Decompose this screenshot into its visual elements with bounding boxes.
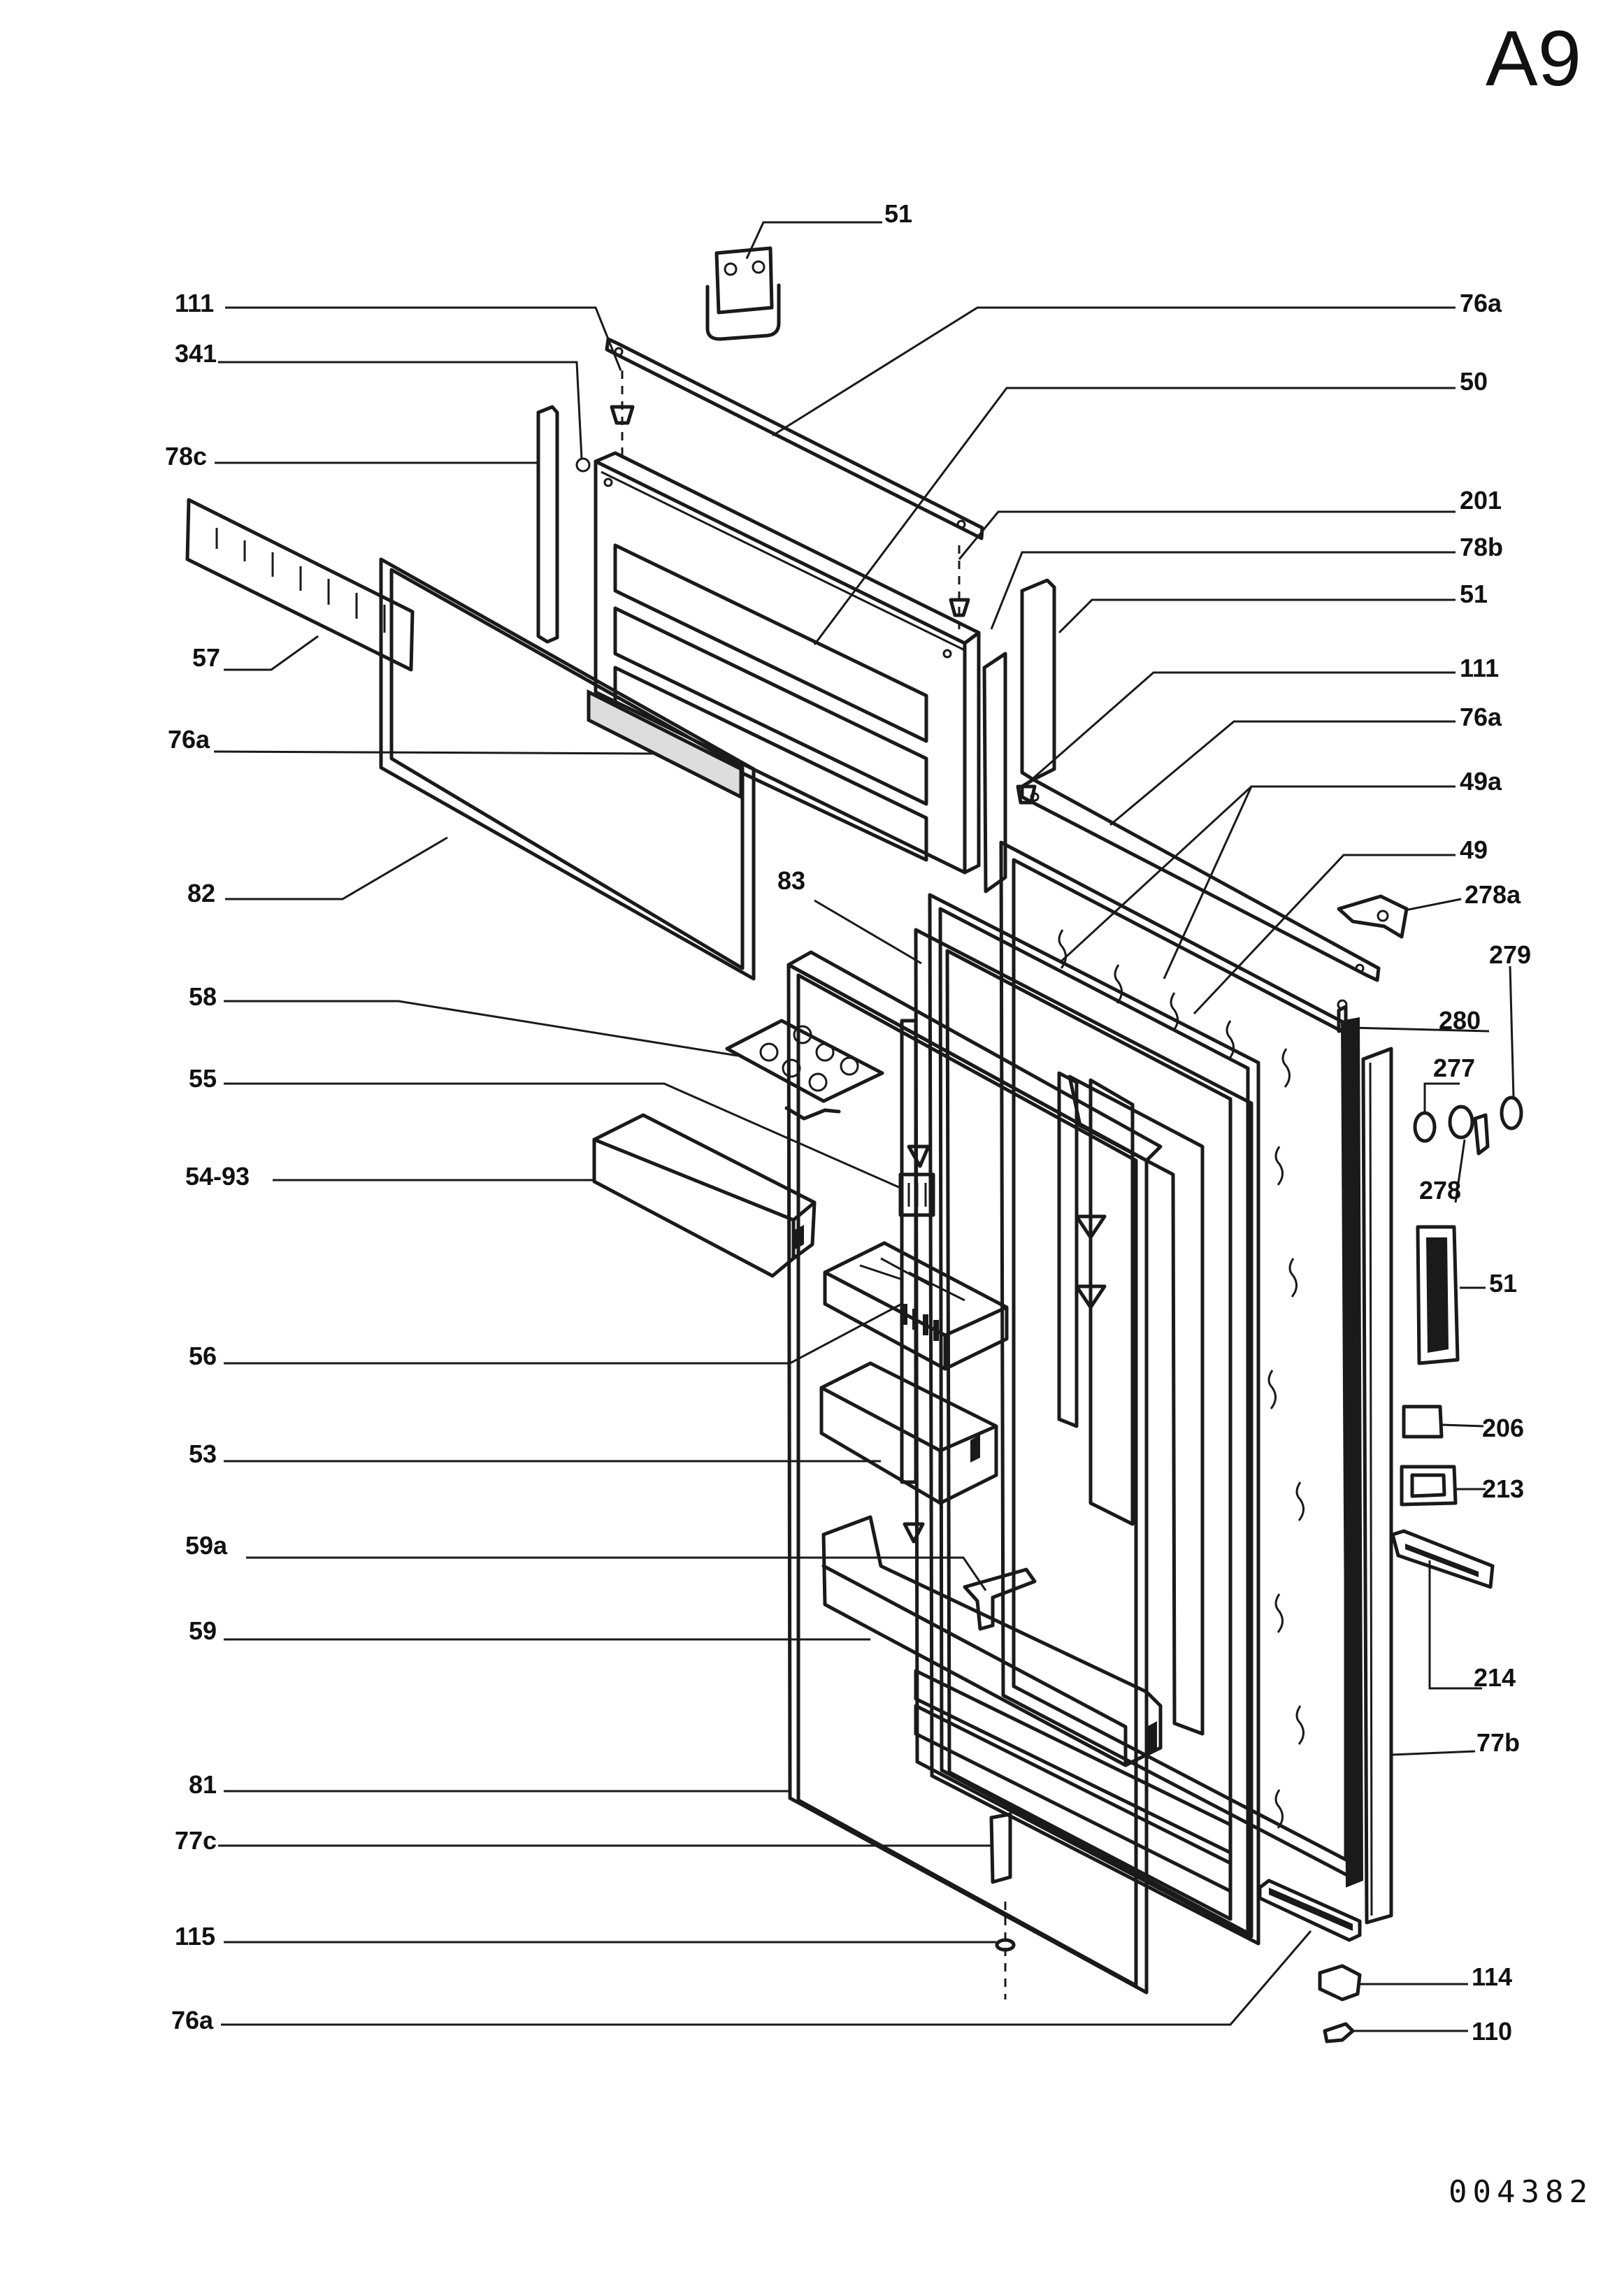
label-114: 114	[1472, 1962, 1512, 1991]
part-114-bracket	[1318, 1964, 1362, 2002]
part-280-hinge-pin	[1337, 999, 1348, 1033]
part-49-door-panel	[999, 840, 1363, 1888]
part-110-pivot	[1323, 2022, 1355, 2044]
label-110: 110	[1472, 2017, 1512, 2046]
label-49: 49	[1460, 835, 1488, 864]
part-278-lock-key	[1448, 1105, 1490, 1156]
label-82: 82	[187, 879, 215, 907]
label-206: 206	[1482, 1414, 1524, 1442]
part-279-ring	[1500, 1096, 1523, 1130]
part-214-strike-plate	[1391, 1529, 1495, 1589]
label-59: 59	[189, 1616, 217, 1645]
part-77b-side-trim	[1361, 1047, 1393, 1925]
drawing-number: 004382	[1449, 2174, 1593, 2210]
label-57: 57	[192, 643, 220, 672]
part-54-93-door-shelf	[592, 1113, 817, 1278]
label-277: 277	[1433, 1054, 1475, 1082]
label-55: 55	[189, 1064, 217, 1093]
page-id: A9	[1486, 15, 1581, 102]
part-201-screw	[949, 545, 970, 629]
label-77b: 77b	[1476, 1728, 1520, 1757]
part-76a-bottom-strip	[1258, 1879, 1362, 1942]
label-115: 115	[175, 1922, 215, 1951]
leader-lines	[213, 221, 1515, 2032]
part-206-cap	[1402, 1405, 1444, 1439]
label-214: 214	[1474, 1663, 1516, 1692]
label-76a-left: 76a	[168, 725, 210, 754]
part-77c-lower-trim	[989, 1812, 1012, 1884]
part-51-top-hinge	[705, 246, 781, 341]
part-59-bottle-shelf	[821, 1515, 1163, 1767]
part-56-butter-compartment	[823, 1241, 1009, 1371]
part-51-middle-hinge	[1020, 578, 1056, 782]
label-278: 278	[1419, 1176, 1461, 1205]
label-213: 213	[1482, 1474, 1524, 1503]
part-111-screw-top	[610, 371, 635, 461]
label-278a: 278a	[1465, 880, 1521, 909]
label-58: 58	[189, 982, 217, 1011]
label-54-93: 54-93	[185, 1162, 250, 1191]
label-51-low: 51	[1489, 1269, 1517, 1298]
label-341: 341	[175, 339, 217, 368]
part-labels: 51 111 76a 341 50 78c 201 78b 51 57 111 …	[165, 199, 1531, 2046]
label-76a-bottom: 76a	[171, 2006, 214, 2034]
part-55-clip	[898, 1172, 935, 1217]
label-76a-right: 76a	[1460, 703, 1502, 731]
label-59a: 59a	[185, 1531, 228, 1560]
label-111-a: 111	[175, 289, 214, 317]
label-77c: 77c	[175, 1826, 217, 1855]
label-81: 81	[189, 1770, 217, 1799]
label-280: 280	[1439, 1006, 1481, 1035]
label-83: 83	[777, 866, 805, 895]
label-51-top: 51	[884, 199, 912, 228]
part-50-freezer-flap	[594, 451, 981, 875]
part-78b-door-trim	[982, 652, 1007, 893]
part-53-door-shelf	[819, 1361, 998, 1505]
part-51-door-handle	[1416, 1225, 1460, 1365]
part-76a-door-top-strip	[1020, 777, 1381, 982]
label-56: 56	[189, 1342, 217, 1370]
label-76a-top: 76a	[1460, 289, 1502, 317]
part-278a-bracket	[1337, 894, 1409, 939]
part-78c-flap-trim	[536, 405, 559, 644]
label-53: 53	[189, 1439, 217, 1468]
label-51-mid: 51	[1460, 580, 1488, 608]
part-76a-flap-gasket-strip	[605, 337, 984, 540]
label-279: 279	[1489, 940, 1531, 969]
label-78b: 78b	[1460, 533, 1503, 561]
label-201: 201	[1460, 486, 1502, 515]
part-57-label-strip	[185, 498, 415, 672]
part-81-door-liner	[786, 950, 1163, 1995]
label-50: 50	[1460, 367, 1488, 396]
part-115-washer	[995, 1902, 1016, 1999]
part-213-catch	[1400, 1465, 1458, 1507]
label-49a: 49a	[1460, 767, 1502, 796]
part-277-lock-washer	[1413, 1111, 1437, 1143]
part-341-pin	[575, 457, 591, 473]
part-58-egg-tray	[725, 1019, 884, 1121]
label-78c: 78c	[165, 442, 207, 471]
part-59a-bottle-clip	[963, 1567, 1037, 1631]
part-82-flap-frame	[379, 557, 756, 981]
label-111-b: 111	[1460, 654, 1499, 682]
